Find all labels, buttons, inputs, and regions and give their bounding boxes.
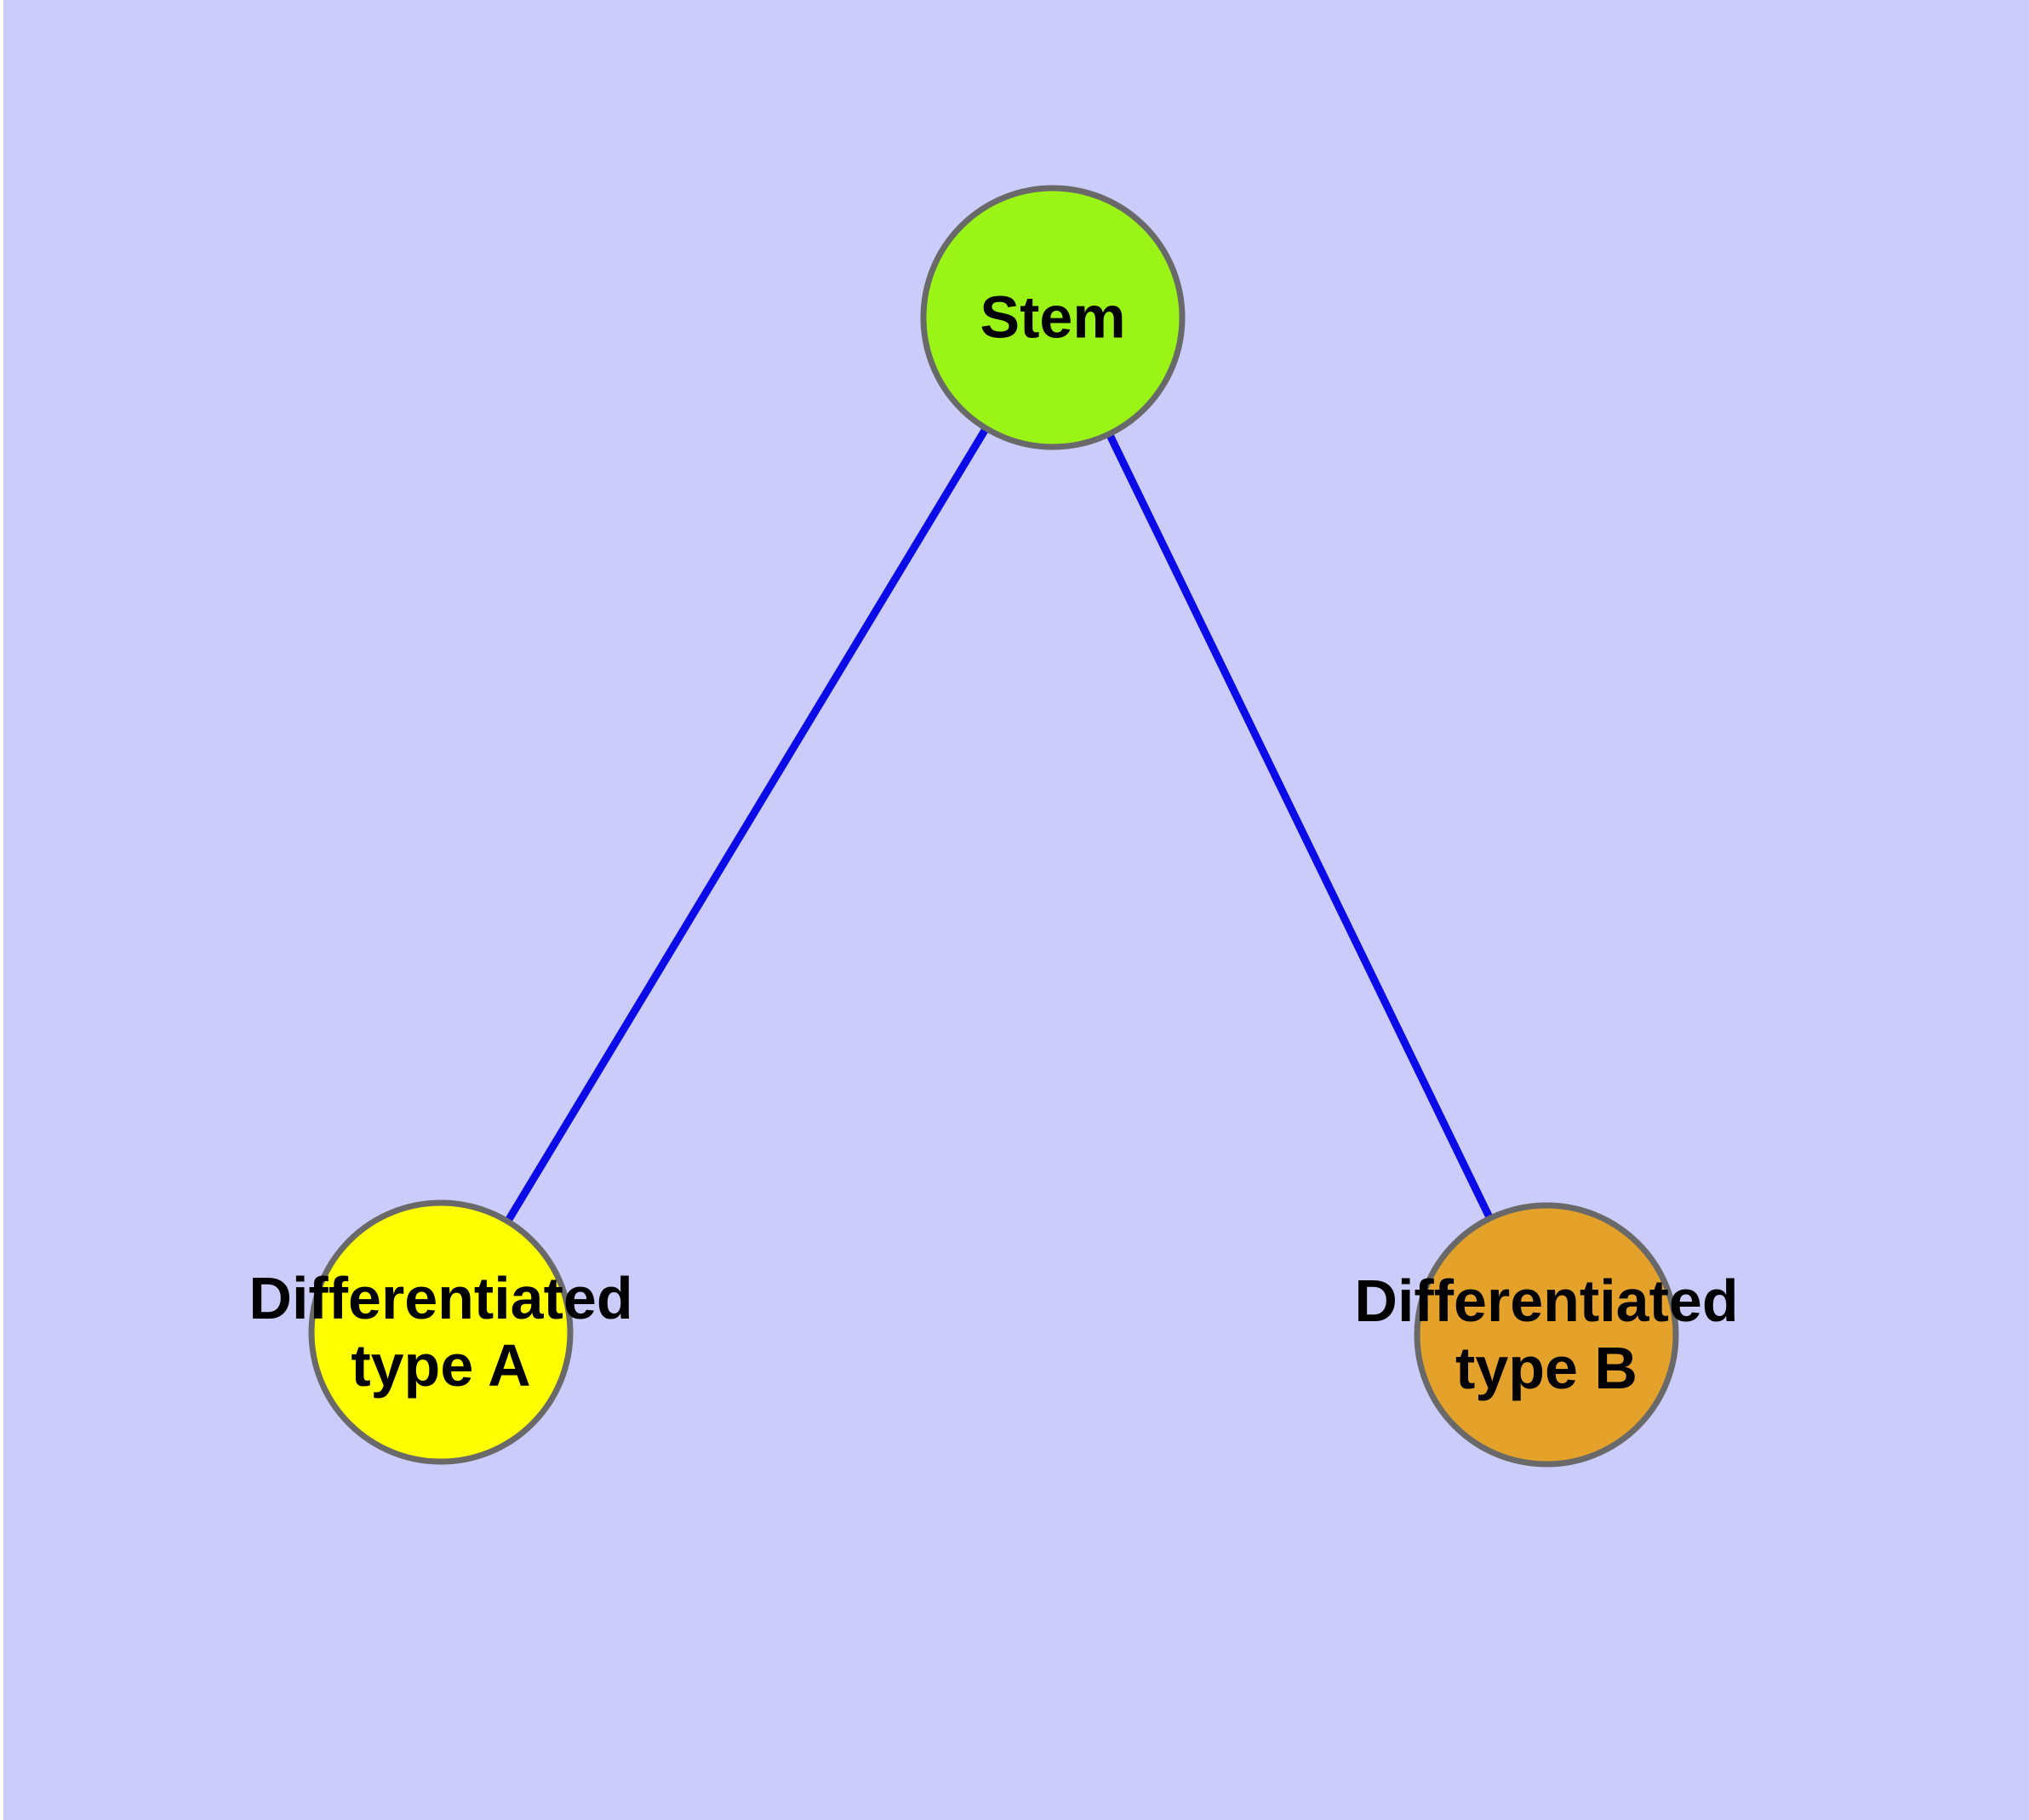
node-diff_a[interactable] xyxy=(308,1199,574,1465)
edge-stem-diff-a[interactable] xyxy=(437,315,1056,1335)
edges-layer xyxy=(437,315,1551,1336)
nodes-layer xyxy=(308,185,1679,1468)
node-stem[interactable] xyxy=(920,185,1186,450)
edge-stem-diff-b[interactable] xyxy=(1049,316,1551,1336)
node-diff_b[interactable] xyxy=(1414,1202,1679,1468)
